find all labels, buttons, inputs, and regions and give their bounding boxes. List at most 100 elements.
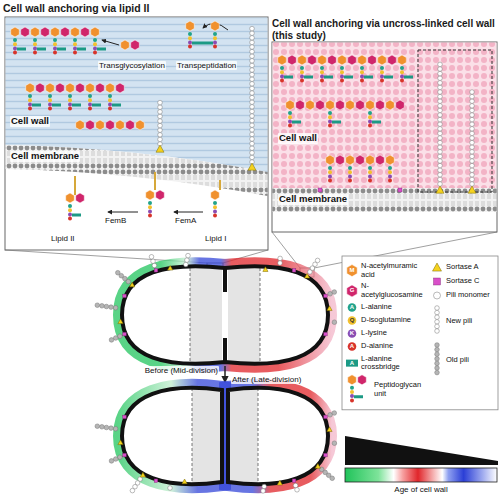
reaction-arrow <box>102 40 119 45</box>
amino-acid <box>328 179 332 183</box>
pilus-subunit <box>470 177 475 182</box>
amino-acid <box>148 214 152 218</box>
sortase-c <box>154 479 158 483</box>
sugar-hexagon <box>21 27 30 37</box>
amino-acid <box>68 98 72 102</box>
amino-acid <box>340 79 344 83</box>
pilus-subunit <box>149 254 154 259</box>
new-wall-zone <box>192 380 224 490</box>
sugar-hexagon <box>348 55 357 65</box>
legend-text: Peptidoglycan unit <box>374 380 421 398</box>
amino-acid <box>328 170 332 174</box>
amino-acid <box>328 115 332 119</box>
sugar-hexagon <box>126 120 135 130</box>
amino-acid <box>328 119 332 123</box>
sugar-hexagon <box>358 375 367 385</box>
region-label: Cell membrane <box>278 194 348 205</box>
sugar-hexagon <box>378 55 387 65</box>
legend-text: D-isoglutamine <box>361 315 411 324</box>
pilus-subunit <box>250 128 255 133</box>
pilus-subunit <box>328 413 333 418</box>
pilus-subunit <box>250 114 255 119</box>
amino-acid <box>400 79 404 83</box>
sugar-hexagon <box>106 120 115 130</box>
amino-acid <box>68 102 72 106</box>
pilus-subunit <box>113 336 118 341</box>
pilus-subunit <box>438 131 443 136</box>
pilus-subunit <box>435 306 440 311</box>
sugar-hexagon <box>76 120 85 130</box>
sugar-hexagon <box>86 120 95 130</box>
amino-acid <box>350 394 354 398</box>
amino-acid <box>28 102 32 106</box>
pilus-subunit <box>250 155 255 160</box>
sugar-hexagon <box>326 155 335 165</box>
pilus-subunit <box>109 305 114 310</box>
pilus-subunit <box>250 100 255 105</box>
amino-acid <box>280 74 284 78</box>
pilus-subunit <box>438 177 443 182</box>
amino-acid <box>348 316 357 325</box>
sugar-hexagon <box>386 155 395 165</box>
amino-acid <box>388 179 392 183</box>
sortase-a <box>130 282 135 287</box>
amino-acid <box>328 166 332 170</box>
sugar-hexagon <box>298 55 307 65</box>
amino-acid <box>33 38 37 42</box>
amino-acid <box>28 107 32 111</box>
amino-acid <box>368 124 372 128</box>
residue-letter: K <box>350 330 354 337</box>
pilus-subunit <box>435 370 440 375</box>
legend-entry: New pili <box>446 317 496 326</box>
amino-acid <box>68 204 72 208</box>
sugar-hexagon <box>211 190 220 200</box>
sortase-c <box>324 415 328 419</box>
pilus-subunit <box>332 441 337 446</box>
pilus-subunit <box>470 145 475 150</box>
pilus-subunit <box>438 159 443 164</box>
crossbridge <box>97 48 106 51</box>
pilus-subunit <box>435 320 440 325</box>
amino-acid <box>368 111 372 115</box>
pilus-subunit <box>109 338 114 343</box>
new-wall-zone <box>190 260 260 370</box>
sugar-hexagon <box>346 100 355 110</box>
pilus-subunit <box>250 45 255 50</box>
pilus-subunit <box>104 304 109 309</box>
amino-acid <box>300 79 304 83</box>
sortase-a <box>168 265 173 270</box>
amino-acid <box>280 79 284 83</box>
pilus-subunit <box>438 122 443 127</box>
pilus-subunit <box>438 99 443 104</box>
pilus-subunit <box>158 114 163 119</box>
pilus-subunit <box>250 132 255 137</box>
amino-acid <box>368 174 372 178</box>
sugar-hexagon <box>11 27 20 37</box>
pilus-subunit <box>158 110 163 115</box>
pilus-subunit <box>435 324 440 329</box>
amino-acid <box>288 115 292 119</box>
amino-acid <box>188 32 192 36</box>
pilus-subunit <box>109 426 114 431</box>
crossbridge <box>77 48 86 51</box>
sugar-hexagon <box>41 27 50 37</box>
sortase-c <box>434 278 441 285</box>
sugar-hexagon <box>76 83 85 93</box>
pilus-subunit <box>438 145 443 150</box>
amino-acid <box>380 79 384 83</box>
amino-acid <box>53 51 57 55</box>
amino-acid <box>288 119 292 123</box>
crossbridge <box>346 360 358 367</box>
pilus-subunit <box>438 90 443 95</box>
pilus-subunit <box>438 62 443 67</box>
legend-entry: Old pili <box>446 356 496 365</box>
sortase-a <box>277 480 282 485</box>
sugar-hexagon <box>316 100 325 110</box>
sugar-hexagon <box>347 265 357 277</box>
crossbridge <box>37 48 46 51</box>
pilus-subunit <box>95 303 100 308</box>
sugar-hexagon <box>356 155 365 165</box>
sortase-c <box>398 188 402 192</box>
pilus-subunit <box>470 131 475 136</box>
sugar-hexagon <box>388 55 397 65</box>
